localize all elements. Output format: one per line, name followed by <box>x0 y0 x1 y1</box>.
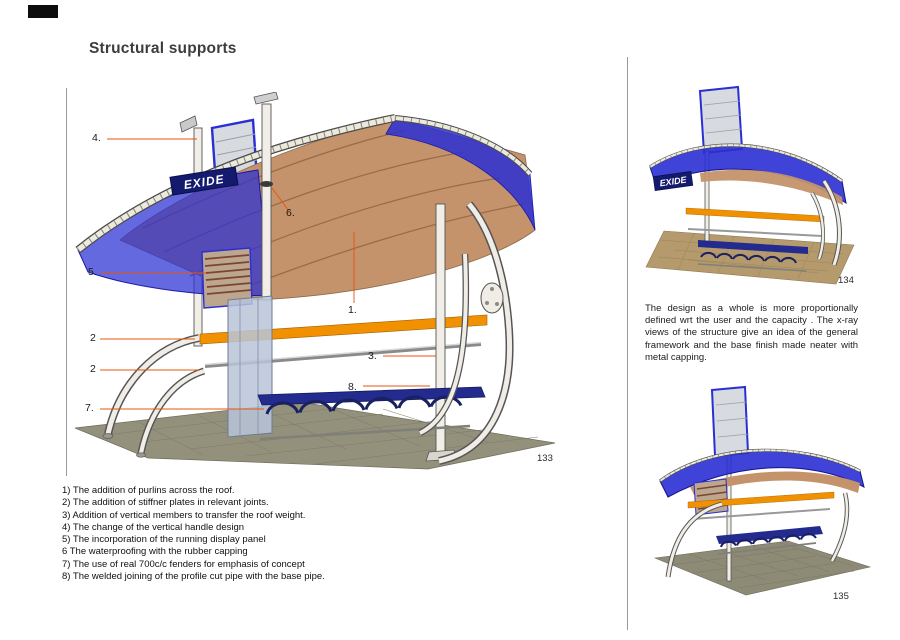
callout-label-3: 3. <box>368 350 377 362</box>
note-item-3: 3) Addition of vertical members to trans… <box>62 509 306 521</box>
rubber-capping <box>260 181 273 187</box>
callout-label-5: 5. <box>88 266 97 278</box>
mid-rail <box>691 508 831 520</box>
roof-edge-capping <box>659 448 861 483</box>
exide-sign-text: EXIDE <box>183 172 226 192</box>
note-item-4: 4) The change of the vertical handle des… <box>62 521 245 533</box>
display-panel <box>698 85 744 155</box>
bench-fenders <box>720 533 817 548</box>
base-pipe <box>717 542 817 555</box>
note-item-6: 6 The waterproofing with the rubber capp… <box>62 546 248 558</box>
exide-sign: EXIDE <box>169 166 239 196</box>
shelter-thumb-top: EXIDE <box>645 85 855 285</box>
left-support-arc <box>665 501 723 578</box>
print-crop-mark <box>28 5 58 18</box>
note-item-2: 2) The addition of stiffner plates in re… <box>62 497 269 509</box>
glass-column <box>227 295 273 438</box>
louver-panel <box>201 247 253 309</box>
roof-edge-capping <box>649 143 843 183</box>
callout-label-7: 7. <box>85 402 94 414</box>
description-paragraph: The design as a whole is more proportion… <box>645 303 858 363</box>
note-item-1: 1) The addition of purlins across the ro… <box>62 485 235 496</box>
callout-label-1: 1. <box>348 304 357 316</box>
callout-label-4: 4. <box>92 132 101 144</box>
bench-fenders <box>265 395 463 415</box>
right-support-arc <box>830 492 850 563</box>
right-support-arcs <box>810 179 842 266</box>
display-panel <box>710 385 750 458</box>
mid-rail <box>687 228 823 237</box>
base-pipe <box>697 263 807 272</box>
right-support-arcs <box>418 201 514 465</box>
orange-beam <box>687 491 835 509</box>
main-illustration-shelter-xray: EXIDE <box>68 91 563 477</box>
note-item-8: 8) The welded joining of the profile cut… <box>62 571 325 583</box>
left-margin-rule <box>66 88 67 476</box>
column-divider-rule <box>627 57 628 630</box>
canopy-underside <box>700 169 843 205</box>
bench-fenders <box>700 251 797 264</box>
callout-label-2b: 2 <box>90 363 96 375</box>
callout-leader-lines <box>100 138 436 410</box>
shelter-drawing: EXIDE <box>74 91 556 470</box>
note-item-5: 5) The incorporation of the running disp… <box>62 534 266 546</box>
figure-number-135: 135 <box>833 591 849 602</box>
figure-bottom-right-front-view <box>648 385 878 600</box>
exide-sign: EXIDE <box>652 171 694 191</box>
callout-label-8: 8. <box>348 381 357 393</box>
shelter-thumb-bottom <box>653 385 872 596</box>
base-pipe <box>259 424 471 441</box>
callout-label-2a: 2 <box>90 332 96 344</box>
note-item-7: 7) The use of real 700c/c fenders for em… <box>62 558 305 570</box>
canopy-underside <box>690 471 860 495</box>
exide-sign-text: EXIDE <box>659 175 688 189</box>
page-title: Structural supports <box>89 40 237 57</box>
figure-number-133: 133 <box>537 453 553 464</box>
figure-number-134: 134 <box>838 275 854 286</box>
callout-label-6: 6. <box>286 207 295 219</box>
bench <box>698 240 808 254</box>
figure-top-right-xray-view: EXIDE <box>638 85 878 285</box>
revision-notes-list: 1) The addition of purlins across the ro… <box>62 485 325 583</box>
